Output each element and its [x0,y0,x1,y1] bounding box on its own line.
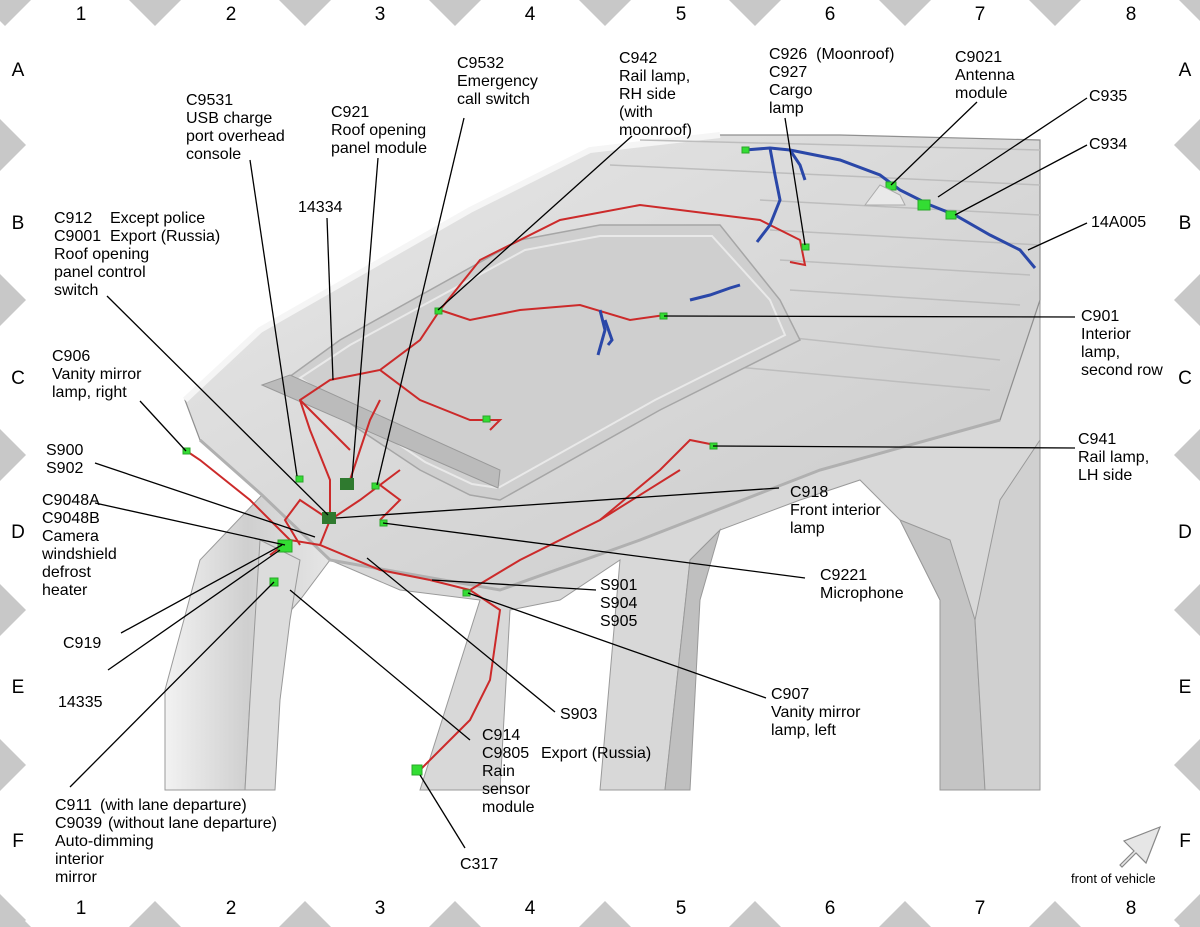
front-of-vehicle-label: front of vehicle [1071,871,1156,886]
grid-row-left-a: A [11,60,25,81]
label-export-russia: Export (Russia) [541,745,652,762]
grid-col-bottom-1: 1 [75,898,87,919]
label-c921: C921 Roof opening panel module [331,104,428,157]
label-c901: C901 Interior lamp, second row [1081,308,1163,379]
grid-row-left-c: C [11,368,25,389]
label-c317: C317 [460,856,499,873]
label-14a005: 14A005 [1091,214,1147,231]
border-tab-top [579,0,631,26]
label-c912: C912 C9001 Roof opening panel control sw… [54,210,150,299]
label-c906: C906 Vanity mirror lamp, right [52,348,142,401]
grid-col-top-8: 8 [1125,4,1137,25]
border-tab-top [729,0,781,26]
border-tab-left [0,119,26,171]
front-arrow-icon [1119,825,1162,868]
label-c9221: C9221 Microphone [820,567,904,602]
antenna-fin [864,184,906,206]
label-c918: C918 Front interior lamp [790,484,881,537]
label-c911: C911 [55,797,93,814]
dark-connectors [322,478,354,524]
label-c942: C942 Rail lamp, RH side (with moonroof) [619,50,692,139]
label-c9021: C9021 Antenna module [955,49,1015,102]
border-tab-right [1174,429,1200,481]
grid-row-right-f: F [1179,831,1191,852]
border-tab-bottom [279,901,331,927]
label-c926: C926 (Moonroof) C927 Cargo lamp [769,46,895,117]
border-tab-top [0,0,31,26]
border-tab-left [0,739,26,791]
grid-col-bottom-8: 8 [1125,898,1137,919]
label-c9039: C9039 [55,815,103,832]
border-tab-right [1174,119,1200,171]
border-tab-right [1174,739,1200,791]
label-c911-desc: Auto-dimming interior mirror [55,833,154,886]
vehicle-body [164,132,1041,791]
grid-col-top-1: 1 [75,4,87,25]
border-tab-left [0,429,26,481]
label-c9531: C9531 USB charge port overhead console [186,92,285,163]
label-c9532: C9532 Emergency call switch [457,55,538,108]
grid-col-top-3: 3 [374,4,386,25]
label-c914: C914 C9805 Rain sensor module [482,727,535,816]
grid-col-bottom-4: 4 [524,898,536,919]
label-s901: S901 S904 S905 [600,577,638,630]
border-tab-bottom [729,901,781,927]
grid-row-right-b: B [1178,213,1192,234]
border-tab-bottom [129,901,181,927]
grid-col-top-5: 5 [675,4,687,25]
border-tab-top [129,0,181,26]
label-14334: 14334 [298,199,343,216]
border-tab-bottom [429,901,481,927]
grid-row-left-e: E [11,677,25,698]
label-c934: C934 [1089,136,1128,153]
grid-col-top-6: 6 [824,4,836,25]
label-c911-note: (with lane departure) [100,797,247,814]
grid-row-right-e: E [1178,677,1192,698]
grid-row-left-f: F [12,831,24,852]
label-c907: C907 Vanity mirror lamp, left [771,686,861,739]
label-except-police: Except police Export (Russia) [110,210,221,245]
label-c9048: C9048A C9048B Camera windshield defrost … [42,492,117,599]
label-c9039-note: (without lane departure) [108,815,277,832]
border-tab-bottom [879,901,931,927]
grid-col-top-2: 2 [225,4,237,25]
grid-col-top-7: 7 [974,4,986,25]
grid-col-top-4: 4 [524,4,536,25]
border-tab-right [1174,894,1200,927]
grid-row-right-c: C [1178,368,1192,389]
border-tab-left [0,274,26,326]
grid-col-bottom-2: 2 [225,898,237,919]
border-tab-top [429,0,481,26]
border-tab-top [1029,0,1081,26]
label-c941: C941 Rail lamp, LH side [1078,431,1150,484]
border-tab-bottom [579,901,631,927]
label-c919: C919 [63,635,102,652]
grid-row-right-a: A [1178,60,1192,81]
blue-harness [596,146,1037,356]
leader-lines [69,97,1088,849]
grid-row-right-d: D [1178,522,1192,543]
label-s900: S900 S902 [46,442,84,477]
grid-row-left-d: D [11,522,25,543]
grid-col-bottom-3: 3 [374,898,386,919]
label-c935: C935 [1089,88,1128,105]
border-tab-left [0,584,26,636]
border-tab-top [879,0,931,26]
grid-col-bottom-5: 5 [675,898,687,919]
grid-row-left-b: B [11,213,25,234]
grid-col-bottom-7: 7 [974,898,986,919]
border-tab-top [279,0,331,26]
label-14335: 14335 [58,694,103,711]
border-tab-top [1179,0,1200,21]
border-tab-left [0,894,26,927]
grid-col-bottom-6: 6 [824,898,836,919]
label-s903: S903 [560,706,598,723]
border-tab-right [1174,584,1200,636]
border-tab-right [1174,274,1200,326]
border-tab-bottom [1029,901,1081,927]
